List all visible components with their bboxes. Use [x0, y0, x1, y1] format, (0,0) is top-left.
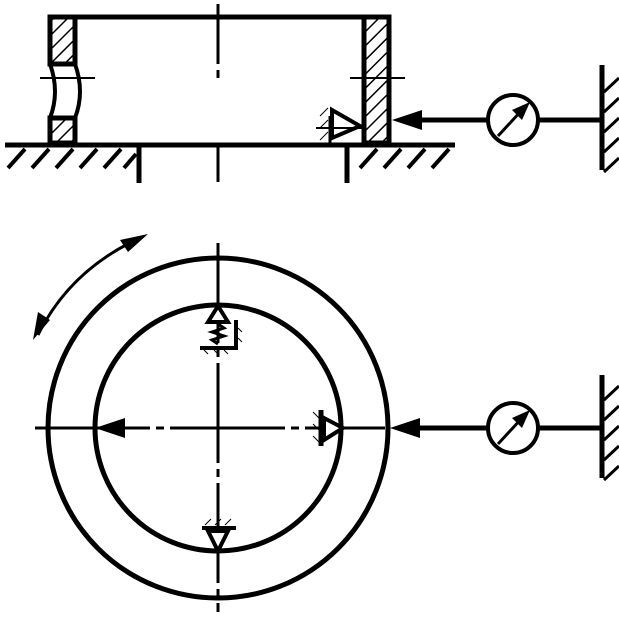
top-support-icon	[200, 302, 243, 355]
rotation-arrow-icon	[33, 234, 148, 340]
dial-gauge-icon	[486, 93, 540, 147]
fixed-wall-icon	[599, 375, 619, 482]
left-wall-upper-section	[47, 14, 78, 67]
plan-view	[33, 234, 619, 612]
base-hatching-right	[358, 147, 451, 170]
left-wall-hole	[48, 63, 82, 119]
dial-gauge-icon	[486, 401, 540, 455]
right-wall-section	[361, 14, 392, 146]
support-triangle-icon	[316, 106, 365, 143]
gauge-contact-arrow	[392, 110, 422, 130]
left-wall-lower-section	[47, 115, 78, 146]
bottom-support-icon	[202, 518, 236, 556]
base-hatching-left	[6, 147, 138, 170]
fixed-wall-icon	[599, 65, 619, 174]
radial-arrow-left	[95, 418, 125, 438]
side-section-view	[5, 4, 619, 183]
right-support-icon	[312, 410, 347, 446]
spring-icon	[207, 322, 229, 346]
gauge-contact-arrow-plan	[390, 418, 420, 438]
